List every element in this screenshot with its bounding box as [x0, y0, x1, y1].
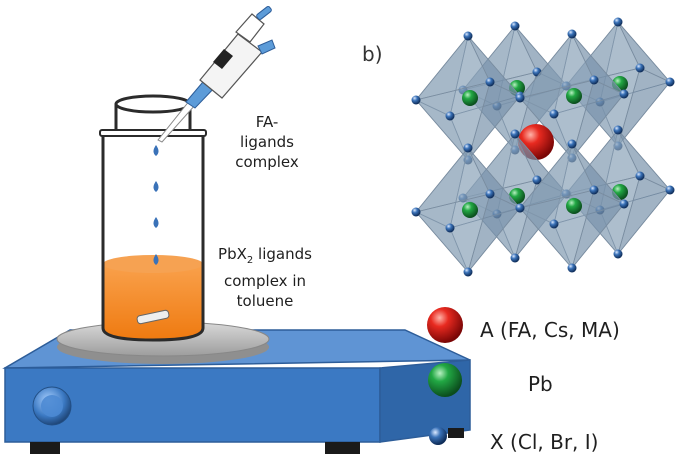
octahedron-bottom-left: [411, 143, 525, 277]
x-site-sphere: [492, 209, 502, 219]
pbx-label-line-3: toluene: [236, 292, 294, 310]
x-site-sphere: [515, 93, 525, 103]
pb-sphere: [612, 76, 628, 92]
x-site-sphere: [411, 207, 421, 217]
fa-ligand-complex-label: FA- ligands complex: [232, 112, 302, 172]
legend-a-site-sphere: [427, 307, 463, 343]
x-site-sphere: [485, 189, 495, 199]
x-site-sphere: [589, 75, 599, 85]
x-site-sphere: [613, 17, 623, 27]
octahedron-back-bottom-left: [458, 129, 572, 263]
x-site-sphere: [463, 31, 473, 41]
pbx-label-line-1: PbX2 ligands: [205, 244, 325, 271]
drop-2: [153, 181, 159, 192]
x-site-sphere: [635, 63, 645, 73]
perovskite-crystal-structure: [411, 17, 675, 277]
panel-label: b): [362, 42, 383, 66]
legend-a-site-label: A (FA, Cs, MA): [480, 318, 620, 342]
pbx2-ligand-complex-label: PbX2 ligands complex in toluene: [205, 244, 325, 311]
legend-pb-label: Pb: [528, 372, 553, 396]
falling-drops: [153, 145, 159, 265]
stir-bar: [136, 309, 170, 325]
x-site-sphere: [549, 219, 559, 229]
legend-pb-sphere: [428, 363, 462, 397]
x-site-sphere: [510, 21, 520, 31]
x-site-sphere: [445, 223, 455, 233]
x-site-sphere: [619, 89, 629, 99]
x-site-sphere: [463, 267, 473, 277]
x-site-sphere: [561, 81, 571, 91]
pbx-label-line-2: complex in: [223, 272, 306, 290]
stirring-hotplate: [2, 321, 471, 454]
octahedron-bottom-right: [515, 139, 629, 273]
x-site-sphere: [510, 129, 520, 139]
pb-sphere: [612, 184, 628, 200]
fa-label-line-2: ligands: [240, 133, 294, 151]
drop-4: [153, 254, 159, 265]
a-site-cation-sphere: [518, 124, 554, 160]
x-site-sphere: [510, 253, 520, 263]
octahedron-top-right: [515, 29, 629, 163]
micropipette: [157, 6, 276, 143]
x-site-sphere: [635, 171, 645, 181]
pb-sphere: [566, 198, 582, 214]
x-site-sphere: [567, 263, 577, 273]
x-site-sphere: [595, 205, 605, 215]
pbx-subscript: 2: [246, 255, 254, 266]
drop-3: [153, 217, 159, 228]
x-site-sphere: [619, 199, 629, 209]
x-site-sphere: [515, 203, 525, 213]
pbx-formula: PbX: [218, 245, 247, 263]
legend-x-site-label: X (Cl, Br, I): [490, 430, 599, 454]
vial: [99, 94, 207, 342]
x-site-sphere: [411, 95, 421, 105]
fa-label-line-3: complex: [235, 153, 299, 171]
pb-sphere: [566, 88, 582, 104]
pb-sphere: [462, 202, 478, 218]
fa-label-line-1: FA-: [255, 113, 279, 131]
x-site-sphere: [613, 125, 623, 135]
x-site-sphere: [510, 145, 520, 155]
x-site-sphere: [445, 111, 455, 121]
x-site-sphere: [485, 77, 495, 87]
x-site-sphere: [589, 185, 599, 195]
x-site-sphere: [567, 29, 577, 39]
x-site-sphere: [613, 141, 623, 151]
x-site-sphere: [613, 249, 623, 259]
drop-1: [153, 145, 159, 156]
x-site-sphere: [492, 101, 502, 111]
x-site-sphere: [549, 109, 559, 119]
x-site-sphere: [595, 97, 605, 107]
legend-x-sphere: [429, 427, 447, 445]
x-site-sphere: [532, 175, 542, 185]
x-site-sphere: [665, 185, 675, 195]
x-site-sphere: [463, 143, 473, 153]
x-site-sphere: [665, 77, 675, 87]
pbx-label-rest: ligands: [253, 245, 312, 263]
pb-sphere: [462, 90, 478, 106]
x-site-sphere: [567, 139, 577, 149]
